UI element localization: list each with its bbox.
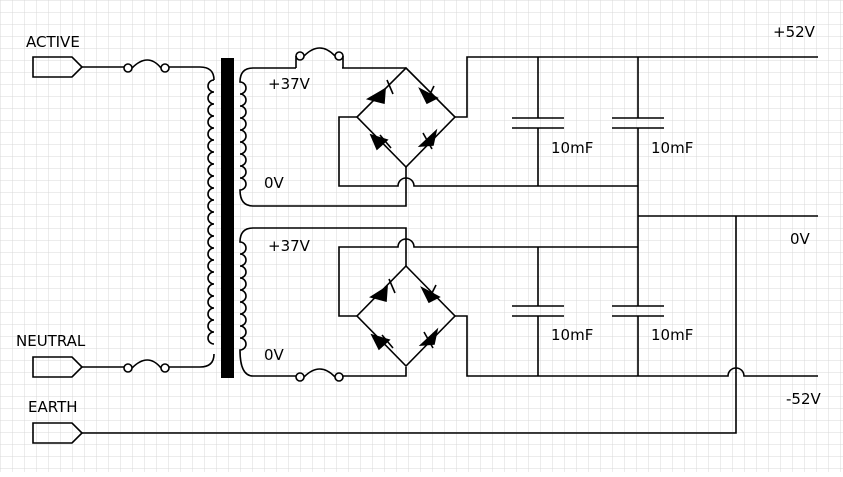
upper-secondary-top-label: +37V bbox=[268, 75, 311, 93]
upper-secondary-bottom-label: 0V bbox=[264, 174, 285, 192]
earth-wire bbox=[82, 369, 737, 434]
cap3-plates bbox=[512, 305, 564, 317]
active-wire bbox=[82, 66, 215, 81]
upper-bridge-diode-1 bbox=[365, 79, 394, 105]
lower-secondary-coil bbox=[239, 227, 254, 377]
upper-secondary-coil bbox=[239, 67, 254, 207]
cap4-plates bbox=[612, 305, 664, 317]
lower-bridge-diode-4 bbox=[418, 327, 439, 349]
lower-bridge-diode-3 bbox=[370, 333, 394, 351]
lower-bridge-diode-2 bbox=[420, 284, 441, 304]
upper-bridge-diode-4 bbox=[417, 128, 438, 150]
neutral-fuse bbox=[123, 359, 170, 373]
lower-secondary-top-wire bbox=[253, 227, 407, 240]
active-terminal bbox=[32, 56, 84, 78]
lower-bridge bbox=[355, 264, 457, 368]
cap1-label: 10mF bbox=[551, 139, 593, 157]
cap1-plates bbox=[512, 117, 564, 129]
upper-bridge-left-loop bbox=[338, 116, 638, 187]
lower-secondary-top-label: +37V bbox=[268, 237, 311, 255]
zero-volt-label: 0V bbox=[790, 230, 811, 248]
neutral-wire bbox=[82, 353, 215, 368]
upper-secondary-bottom-wire bbox=[253, 197, 407, 207]
transformer-core bbox=[221, 58, 234, 378]
active-label: ACTIVE bbox=[26, 33, 80, 51]
cap4-label: 10mF bbox=[651, 326, 693, 344]
cap2-plates bbox=[612, 117, 664, 129]
primary-coil bbox=[207, 79, 215, 345]
upper-bridge-diode-3 bbox=[369, 133, 392, 151]
lower-secondary-bottom-wire bbox=[253, 367, 407, 377]
cap2-label: 10mF bbox=[651, 139, 693, 157]
active-fuse bbox=[123, 59, 170, 73]
upper-secondary-fuse bbox=[295, 47, 344, 68]
zero-volt-rail bbox=[637, 186, 818, 369]
cap3-label: 10mF bbox=[551, 326, 593, 344]
neutral-terminal bbox=[32, 356, 84, 378]
lower-bridge-diode-1 bbox=[369, 278, 396, 303]
lower-bridge-negative-out bbox=[455, 315, 818, 377]
lower-bridge-left-loop bbox=[338, 238, 638, 317]
minus52-label: -52V bbox=[786, 390, 821, 408]
earth-label: EARTH bbox=[28, 398, 78, 416]
upper-bridge-positive-out bbox=[455, 56, 818, 118]
lower-secondary-fuse bbox=[295, 368, 344, 382]
lower-secondary-bottom-label: 0V bbox=[264, 346, 285, 364]
plus52-label: +52V bbox=[773, 23, 816, 41]
upper-bridge-diode-2 bbox=[418, 85, 439, 105]
earth-terminal bbox=[32, 422, 84, 444]
neutral-label: NEUTRAL bbox=[16, 332, 86, 350]
